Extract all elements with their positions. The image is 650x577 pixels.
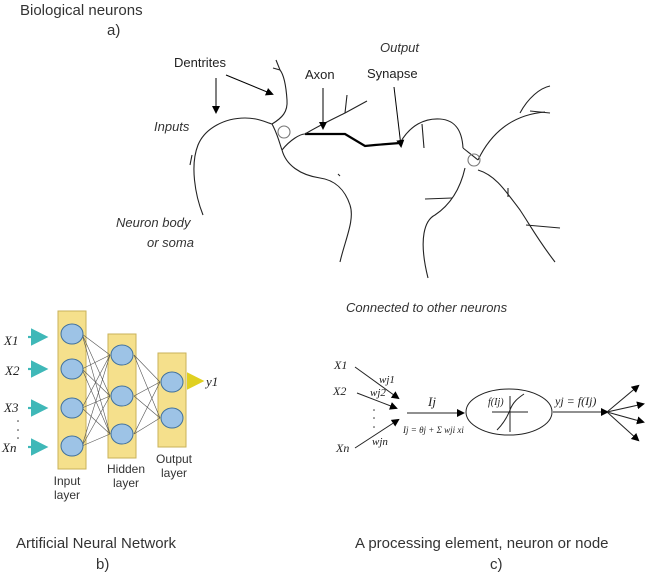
output-y1: y1: [206, 374, 219, 389]
input-layer-label-line2: layer: [53, 488, 80, 502]
ann-diagram: [17, 310, 205, 470]
label-output: Output: [380, 40, 420, 55]
hidden-layer-label-line1: Hidden: [106, 462, 146, 476]
hidden-layer-label-line2: layer: [112, 476, 139, 490]
pe-input-xn: Xn: [336, 441, 350, 455]
ann-connections: [81, 333, 161, 447]
neuron-2: [399, 85, 561, 279]
panel-c-title: A processing element, neuron or node: [355, 535, 609, 552]
ann-nodes: [60, 323, 184, 457]
output-equation: yj = f(Ij): [555, 394, 597, 408]
input-node: [60, 397, 84, 419]
neuron-1: [189, 59, 352, 263]
net-input-formula: Ij = θj + Σ wji xi: [403, 425, 464, 435]
hidden-layer-label: Hidden layer: [106, 462, 146, 490]
pe-input-x1: X1: [334, 358, 348, 372]
input-layer-label: Input layer: [51, 474, 83, 502]
panel-c-letter: c): [490, 556, 503, 573]
label-synapse: Synapse: [367, 66, 418, 81]
panel-a-letter: a): [107, 22, 121, 39]
input-xn: Xn: [2, 440, 17, 455]
weight-wj2: wj2: [370, 387, 386, 399]
neuron-node-ellipse: [465, 388, 553, 436]
label-inputs: Inputs: [154, 119, 190, 134]
output-layer-label-line2: layer: [160, 466, 187, 480]
output-layer-box: [157, 352, 187, 448]
label-dentrites: Dentrites: [174, 55, 227, 70]
weight-wj1: wj1: [379, 374, 395, 386]
panel-b-letter: b): [96, 556, 110, 573]
output-layer-label: Output layer: [154, 452, 194, 480]
input-layer-label-line1: Input: [53, 474, 81, 488]
weight-wjn: wjn: [372, 436, 388, 448]
input-x1: X1: [4, 333, 19, 348]
label-connected: Connected to other neurons: [346, 300, 508, 315]
label-soma: or soma: [147, 235, 194, 250]
output-node: [160, 407, 184, 429]
panel-a-title: Biological neurons: [20, 2, 143, 19]
input-x2: X2: [5, 363, 20, 378]
output-node: [160, 371, 184, 393]
label-neuron-body: Neuron body: [116, 215, 191, 230]
pe-input-x2: X2: [333, 384, 347, 398]
input-node: [60, 435, 84, 457]
hidden-node: [110, 344, 134, 366]
net-input-label: Ij: [428, 394, 436, 409]
input-node: [60, 323, 84, 345]
activation-function-label: f(Ij): [488, 397, 504, 408]
hidden-node: [110, 385, 134, 407]
panel-b-title: Artificial Neural Network: [16, 535, 177, 552]
label-axon: Axon: [305, 67, 335, 82]
output-layer-label-line1: Output: [155, 452, 193, 466]
axon-line: [305, 132, 401, 148]
processing-element-diagram: [354, 366, 645, 449]
input-node: [60, 358, 84, 380]
hidden-node: [110, 423, 134, 445]
input-x3: X3: [4, 400, 19, 415]
